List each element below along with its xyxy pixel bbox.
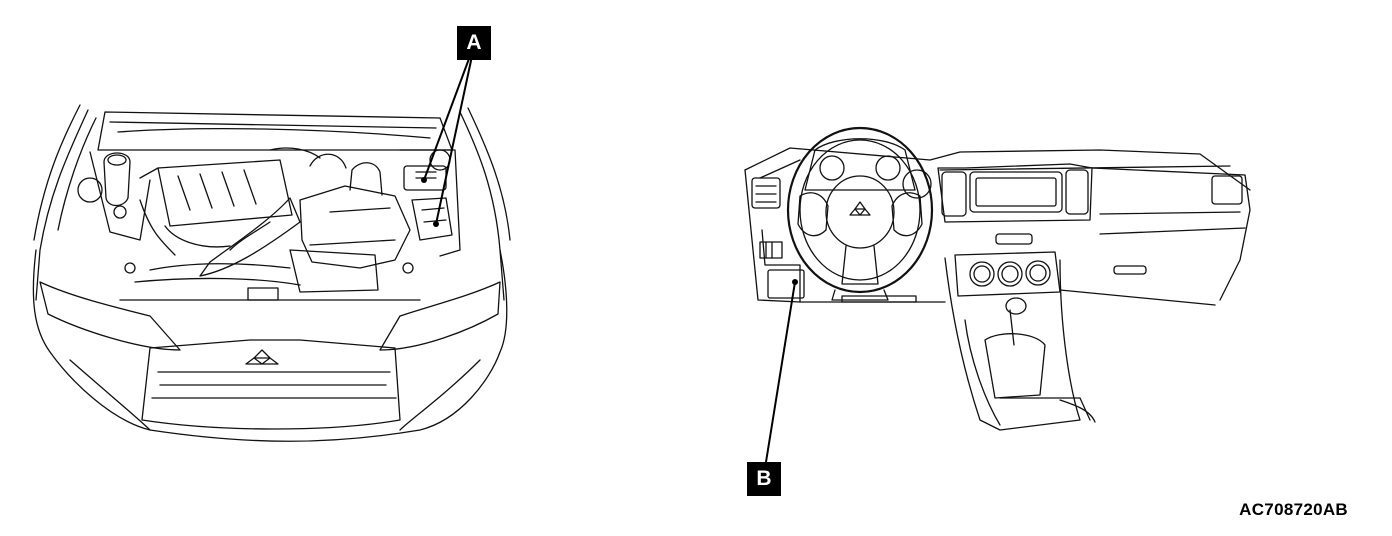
cowl-edge bbox=[109, 121, 437, 129]
right-headlight bbox=[379, 281, 501, 351]
dash-top bbox=[744, 147, 1251, 191]
left-headlight bbox=[39, 281, 181, 351]
dashboard-drawing bbox=[744, 126, 1251, 463]
passenger-vent bbox=[1211, 175, 1243, 205]
shift-knob bbox=[1005, 297, 1027, 315]
leader-line-a1 bbox=[423, 55, 471, 181]
left-fender bbox=[35, 109, 89, 301]
leader-tip-b bbox=[792, 279, 798, 285]
leader-tip-a2 bbox=[433, 221, 439, 227]
switch-panel bbox=[759, 241, 783, 259]
front-grille bbox=[141, 339, 401, 430]
glovebox-handle bbox=[1113, 265, 1147, 275]
engine-cover bbox=[157, 159, 293, 227]
leader-line-b bbox=[765, 281, 796, 463]
climate-knob-center bbox=[997, 261, 1023, 287]
right-fender bbox=[459, 111, 505, 301]
center-vent-right bbox=[1065, 169, 1089, 215]
climate-knob-left bbox=[969, 261, 995, 287]
hood-panel bbox=[97, 111, 453, 151]
passenger-dash bbox=[1091, 167, 1251, 301]
steering-emblem bbox=[854, 201, 866, 210]
center-vent-left bbox=[941, 171, 967, 217]
body-outline bbox=[32, 249, 508, 442]
center-console bbox=[944, 257, 1081, 431]
gauge-cluster bbox=[804, 138, 916, 191]
reservoir-cap bbox=[113, 205, 127, 219]
callout-label-b: B bbox=[747, 462, 781, 496]
display-screen bbox=[969, 171, 1063, 213]
left-vent bbox=[751, 177, 781, 209]
steering-hub bbox=[825, 175, 895, 249]
shift-boot bbox=[984, 333, 1046, 399]
hood-latch bbox=[247, 287, 279, 301]
callout-label-a: A bbox=[457, 26, 491, 60]
figure-id-label: AC708720AB bbox=[1239, 500, 1348, 519]
air-cleaner-box bbox=[299, 185, 411, 269]
climate-knob-right bbox=[1025, 260, 1051, 286]
leader-tip-a1 bbox=[421, 177, 427, 183]
engine-compartment-drawing bbox=[32, 55, 511, 442]
coolant-reservoir bbox=[103, 152, 131, 207]
intake-tube bbox=[199, 197, 301, 277]
hazard-button bbox=[995, 233, 1033, 245]
radiator-cover bbox=[289, 249, 379, 293]
fuse-cover-b bbox=[767, 269, 805, 299]
leader-line-a2 bbox=[435, 55, 473, 225]
emblem bbox=[253, 349, 271, 359]
relay-box bbox=[411, 197, 453, 241]
steering-wheel bbox=[786, 126, 934, 294]
